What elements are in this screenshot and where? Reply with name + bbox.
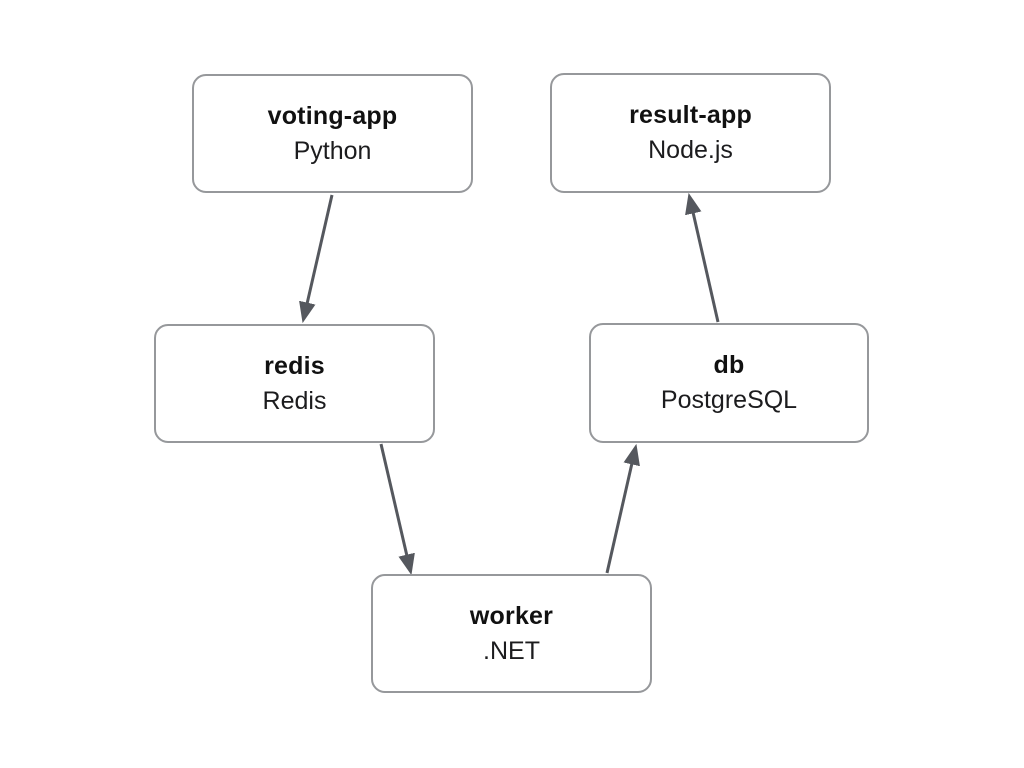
node-subtitle: Redis (262, 386, 327, 415)
edge-db-to-result-app (685, 192, 720, 323)
node-worker: worker .NET (371, 574, 652, 693)
node-db: db PostgreSQL (589, 323, 869, 443)
node-title: db (713, 351, 745, 379)
edge-voting-app-to-redis (299, 194, 334, 324)
node-subtitle: .NET (483, 636, 540, 665)
node-subtitle: Python (293, 136, 372, 165)
node-title: voting-app (267, 101, 398, 130)
node-title: redis (264, 351, 325, 380)
edge-worker-to-db (605, 443, 640, 574)
node-subtitle: PostgreSQL (660, 386, 798, 414)
node-title: worker (469, 601, 554, 630)
node-result-app: result-app Node.js (550, 73, 831, 193)
node-redis: redis Redis (154, 324, 435, 443)
node-title: result-app (629, 101, 752, 129)
node-subtitle: Node.js (648, 136, 733, 164)
node-voting-app: voting-app Python (192, 74, 473, 193)
edge-redis-to-worker (379, 443, 415, 576)
